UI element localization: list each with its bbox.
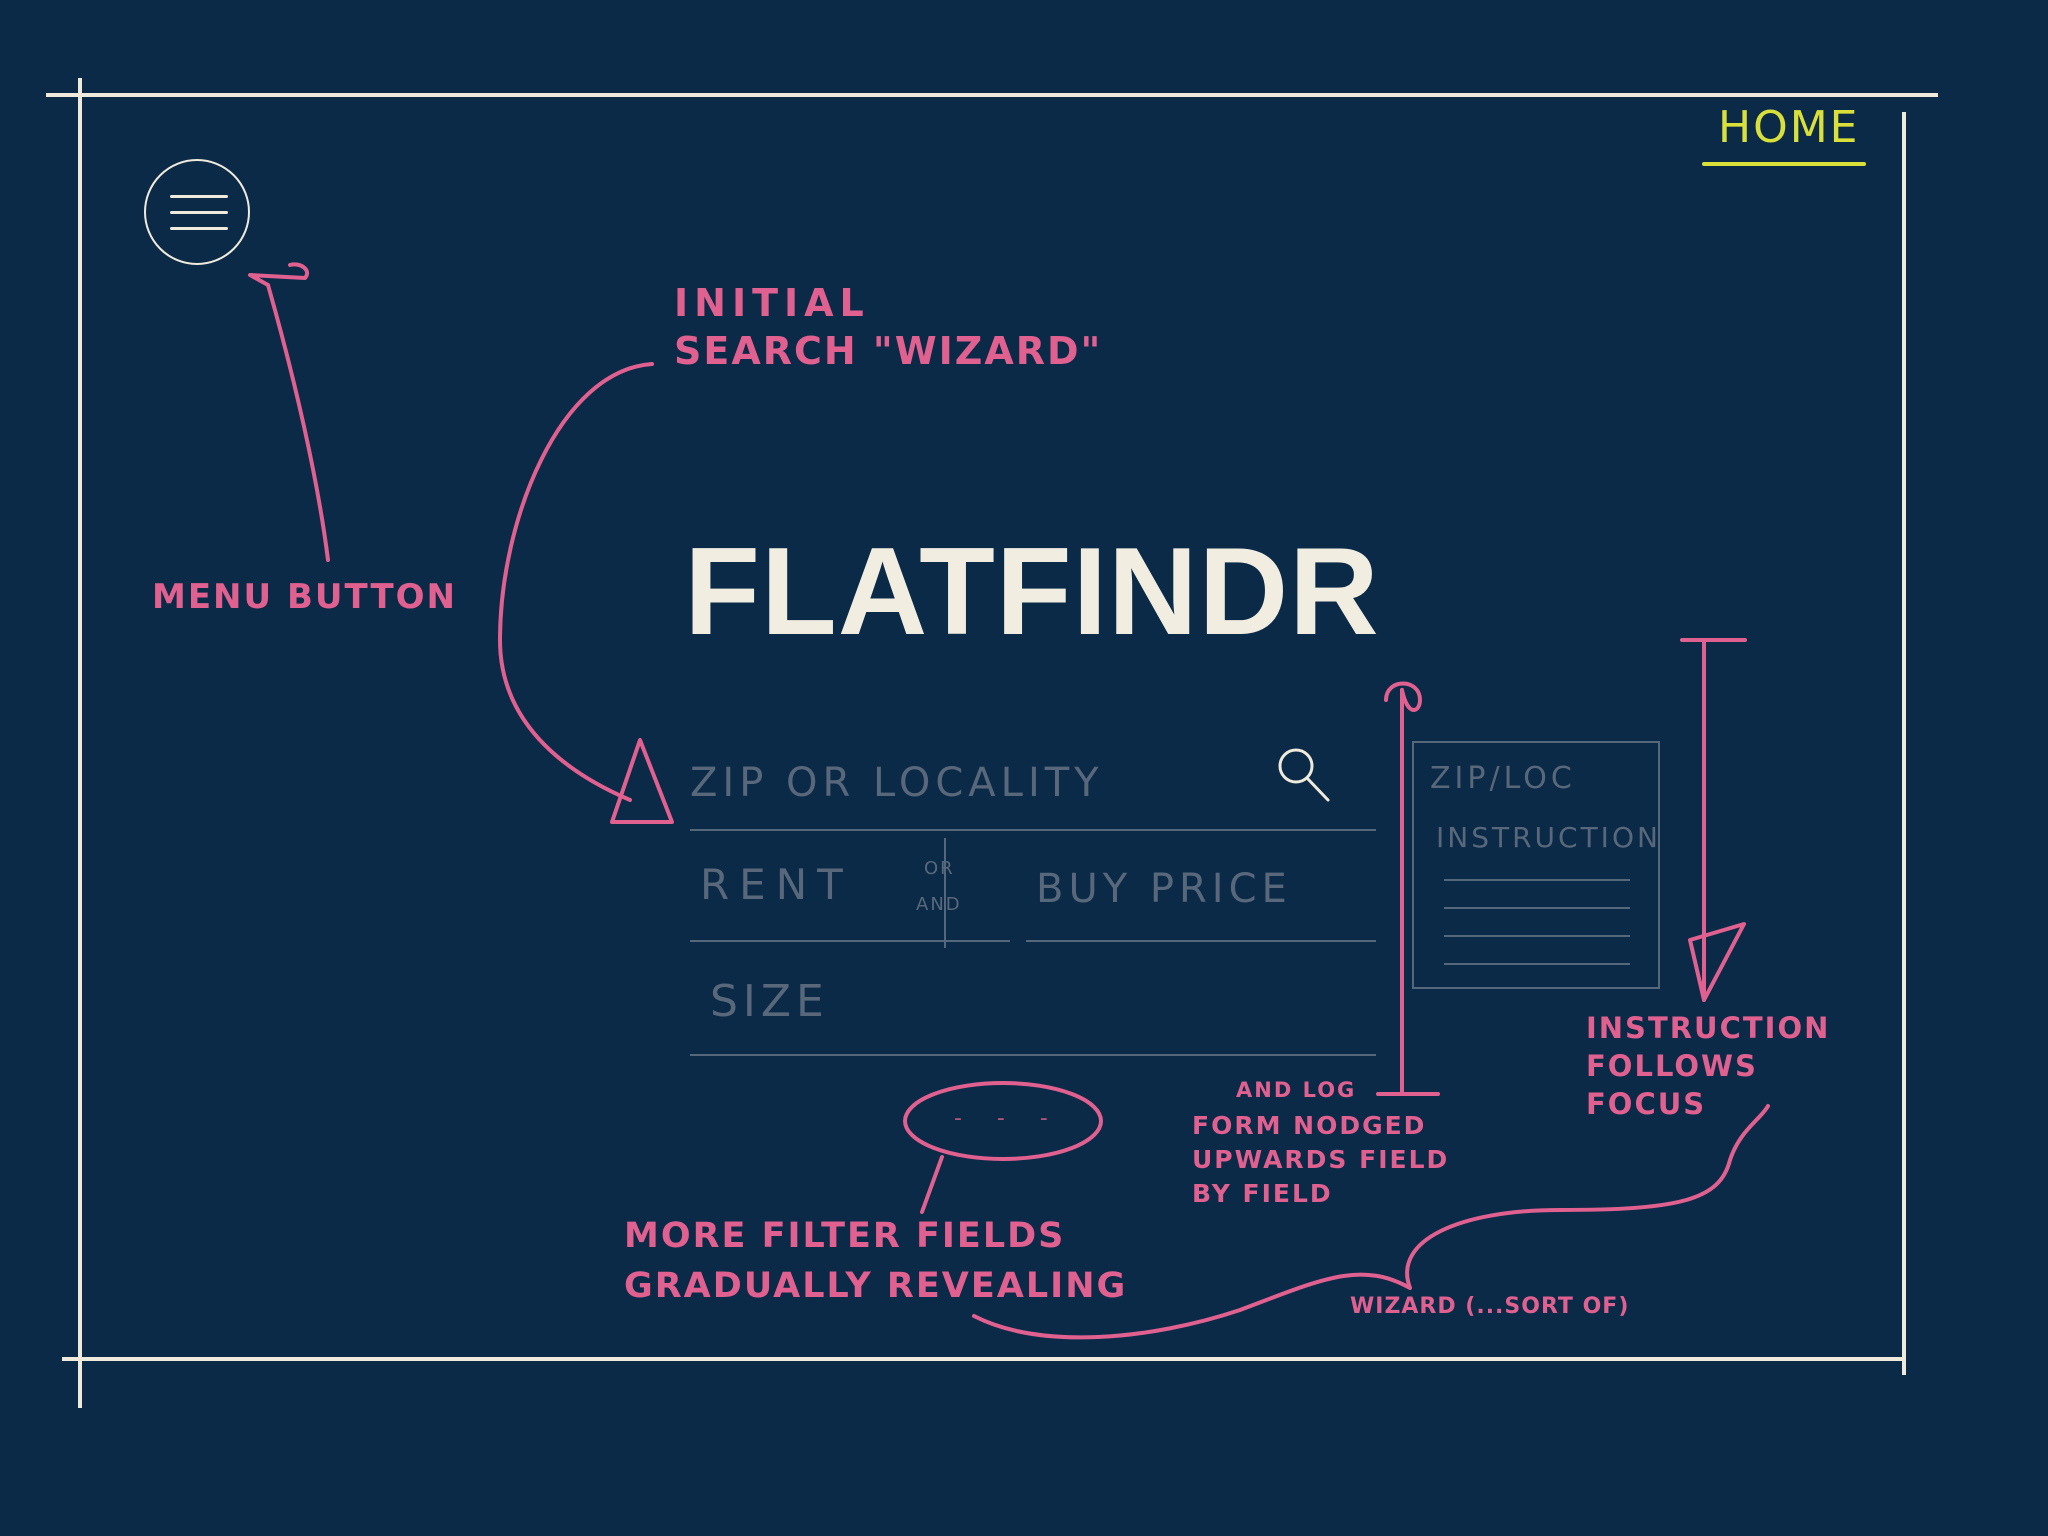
and-label: AND — [916, 894, 962, 915]
focus-arrow-head — [1688, 922, 1746, 1002]
annotation-instruction-line3: FOCUS — [1586, 1087, 1707, 1121]
frame-right-border — [1902, 112, 1906, 1375]
annotation-more-fields-line1: MORE FILTER FIELDS — [624, 1216, 1066, 1256]
buy-price-field-underline — [1026, 940, 1376, 942]
instruction-panel-title: ZIP/LOC — [1430, 761, 1576, 796]
wizard-curve — [498, 362, 654, 802]
annotation-and-log-line1: AND LOG — [1236, 1078, 1357, 1102]
size-field-underline — [690, 1054, 1376, 1056]
instruction-panel-subtitle: INSTRUCTION — [1436, 821, 1661, 854]
instruction-panel: ZIP/LOC INSTRUCTION — [1412, 741, 1660, 989]
size-input[interactable]: SIZE — [710, 976, 829, 1027]
home-underline — [1702, 162, 1866, 166]
zip-locality-input[interactable]: ZIP OR LOCALITY — [690, 760, 1104, 806]
annotation-initial-search-line1: INITIAL — [674, 281, 870, 325]
menu-arrow — [266, 283, 330, 562]
annotation-and-log-line4: BY FIELD — [1192, 1179, 1333, 1208]
more-fields-pointer — [920, 1155, 944, 1214]
log-arrow-head — [1384, 681, 1422, 712]
annotation-and-log-line2: FORM NODGED — [1192, 1111, 1427, 1140]
instruction-text-line — [1444, 963, 1630, 965]
annotation-wizard-sort-of: WIZARD (...SORT OF) — [1350, 1294, 1630, 1319]
annotation-initial-search-line2: SEARCH "WIZARD" — [674, 329, 1103, 373]
menu-arrow-head — [248, 262, 310, 287]
search-icon[interactable] — [1272, 742, 1336, 806]
frame-bottom-border — [62, 1357, 1906, 1361]
or-label: OR — [924, 858, 955, 879]
rent-field-underline — [690, 940, 1010, 942]
instruction-text-line — [1444, 879, 1630, 881]
instruction-text-line — [1444, 935, 1630, 937]
zip-field-underline — [690, 829, 1376, 831]
or-and-divider — [944, 838, 946, 948]
frame-top-border — [46, 93, 1938, 97]
app-logo: FLATFINDR — [684, 523, 1380, 661]
more-fields-placeholder: - - - — [954, 1106, 1062, 1131]
annotation-menu-button: MENU BUTTON — [152, 577, 458, 617]
rent-input[interactable]: RENT — [700, 860, 853, 909]
frame-left-border — [78, 78, 82, 1408]
wizard-arrow-head — [610, 738, 674, 824]
home-nav-link[interactable]: HOME — [1718, 102, 1860, 153]
menu-button[interactable] — [144, 159, 250, 265]
annotation-more-fields-line2: GRADUALLY REVEALING — [624, 1266, 1128, 1306]
buy-price-input[interactable]: BUY PRICE — [1036, 866, 1292, 912]
annotation-and-log-line3: UPWARDS FIELD — [1192, 1145, 1450, 1174]
annotation-instruction-line2: FOLLOWS — [1586, 1049, 1758, 1083]
instruction-text-line — [1444, 907, 1630, 909]
annotation-instruction-line1: INSTRUCTION — [1586, 1011, 1831, 1045]
